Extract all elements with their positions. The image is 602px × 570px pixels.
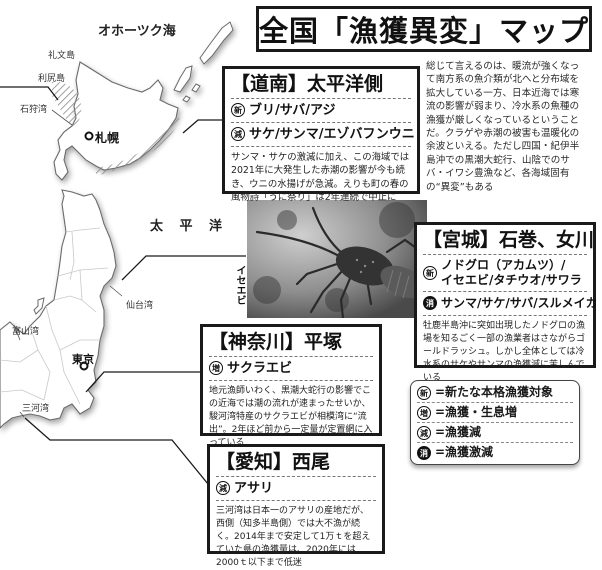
region-header: 【愛知】西尾: [216, 450, 376, 477]
tokyo-marker-icon: [79, 361, 89, 371]
honshu: [0, 189, 117, 429]
new-badge-icon: 新: [417, 386, 431, 400]
japan-map: [0, 21, 246, 485]
pacific-ocean-label: 太 平 洋: [150, 219, 229, 234]
fish-list: サンマ/サケ/サバ/スルメイカ: [441, 296, 598, 310]
place-pointers: [13, 109, 123, 418]
ise-ebi-photo: [247, 200, 427, 318]
fish-row-increase: 増 サクラエビ: [209, 357, 373, 381]
lobster-image: [247, 200, 427, 318]
photo-caption: イセエビ: [234, 265, 245, 305]
summary-text: 総じて言えるのは、暖流が強くなって南方系の魚介類が北へと分布域を拡大している一方…: [426, 61, 580, 193]
region-description: サンマ・サケの激減に加え、この海域では2021年に大発生した赤潮の影響が今も続き…: [231, 152, 410, 203]
hatch-area-ishikari: [52, 81, 82, 126]
legend-text: =漁獲減: [435, 425, 482, 439]
hatch-area-dounan: [96, 114, 180, 176]
decrease-badge-icon: 減: [417, 426, 431, 440]
region-description: 三河湾は日本一のアサリの産地だが、西側（知多半島側）では大不漁が続く。2014年…: [216, 506, 371, 568]
fish-list-line-1: ノドグロ（アカムツ）/: [441, 258, 566, 272]
fish-row-sharp-decrease: 消 サンマ/サケ/サバ/スルメイカ: [423, 292, 598, 316]
kuril-islands: [173, 21, 234, 103]
increase-badge-icon: 増: [209, 361, 223, 375]
region-header: 【神奈川】平塚: [209, 330, 373, 357]
prefecture-borders: [0, 227, 109, 405]
fish-list: サケ/サンマ/エゾバフンウニ: [249, 127, 415, 142]
region-description: 地元漁師いわく、黒潮大蛇行の影響でこの近海では潮の流れが速まったせいか、駿河湾特…: [209, 386, 373, 448]
fish-row-new: 新 ノドグロ（アカムツ）/ イセエビ/タチウオ/サワラ: [423, 255, 587, 292]
tokyo-label: 東京: [72, 353, 94, 366]
decrease-badge-icon: 減: [231, 127, 245, 141]
fish-list: サクラエビ: [227, 361, 293, 376]
sapporo-marker-icon: [84, 131, 94, 141]
legend-text: =新たな本格漁獲対象: [435, 385, 554, 399]
region-card-kanagawa: 【神奈川】平塚 増 サクラエビ 地元漁師いわく、黒潮大蛇行の影響でこの近海では潮…: [200, 324, 382, 448]
rebun-island-label: 礼文島: [48, 51, 76, 61]
sharp-decrease-badge-icon: 消: [417, 446, 431, 460]
legend-item-increase: 増 =漁獲・生息増: [417, 403, 573, 423]
fish-list: ブリ/サバ/アジ: [249, 103, 336, 118]
sendai-bay-label: 仙台湾: [126, 301, 154, 311]
decrease-badge-icon: 減: [216, 481, 230, 495]
fish-row-decrease: 減 サケ/サンマ/エゾバフンウニ: [231, 123, 415, 147]
legend-text: =漁獲激減: [435, 445, 494, 459]
legend-text: =漁獲・生息増: [435, 405, 518, 419]
sharp-decrease-badge-icon: 消: [423, 296, 437, 310]
page-title: 全国「漁獲異変」マップ: [256, 6, 592, 52]
sapporo-label: 札幌: [95, 131, 120, 145]
increase-badge-icon: 増: [417, 406, 431, 420]
title-text: 全国「漁獲異変」マップ: [259, 14, 590, 48]
new-badge-icon: 新: [231, 103, 245, 117]
mikawa-bay-label: 三河湾: [22, 404, 50, 414]
fish-list: ノドグロ（アカムツ）/ イセエビ/タチウオ/サワラ: [441, 258, 582, 288]
region-description: 牡鹿半島沖に突如出現したノドグロの漁場を知るごく一部の漁業者はさながらゴールドラ…: [423, 321, 586, 383]
ishikari-bay-label: 石狩湾: [20, 105, 48, 115]
legend-item-new: 新 =新たな本格漁獲対象: [417, 383, 573, 403]
legend: 新 =新たな本格漁獲対象 増 =漁獲・生息増 減 =漁獲減 消 =漁獲激減: [410, 380, 580, 465]
legend-item-decrease: 減 =漁獲減: [417, 423, 573, 443]
new-badge-icon: 新: [423, 266, 437, 280]
region-card-miyagi: 【宮城】石巻、女川 新 ノドグロ（アカムツ）/ イセエビ/タチウオ/サワラ 消 …: [414, 222, 598, 383]
fish-row-new: 新 ブリ/サバ/アジ: [231, 99, 411, 123]
region-card-aichi: 【愛知】西尾 減 アサリ 三河湾は日本一のアサリの産地だが、西側（知多半島側）で…: [207, 444, 385, 568]
legend-item-sharp-decrease: 消 =漁獲激減: [417, 443, 573, 462]
toyama-bay-label: 富山湾: [12, 327, 40, 337]
okhotsk-sea-label: オホーツク海: [98, 24, 176, 39]
rishiri-island-label: 利尻島: [38, 74, 66, 84]
region-header: 【道南】太平洋側: [231, 72, 411, 99]
region-header: 【宮城】石巻、女川: [423, 228, 594, 255]
sado-island: [33, 297, 45, 315]
fish-row-decrease: 減 アサリ: [216, 477, 376, 501]
region-card-dounan: 【道南】太平洋側 新 ブリ/サバ/アジ 減 サケ/サンマ/エゾバフンウニ サンマ…: [222, 66, 420, 203]
fish-list-line-2: イセエビ/タチウオ/サワラ: [441, 273, 582, 287]
leader-lines: [0, 86, 246, 485]
fish-list: アサリ: [234, 481, 274, 496]
